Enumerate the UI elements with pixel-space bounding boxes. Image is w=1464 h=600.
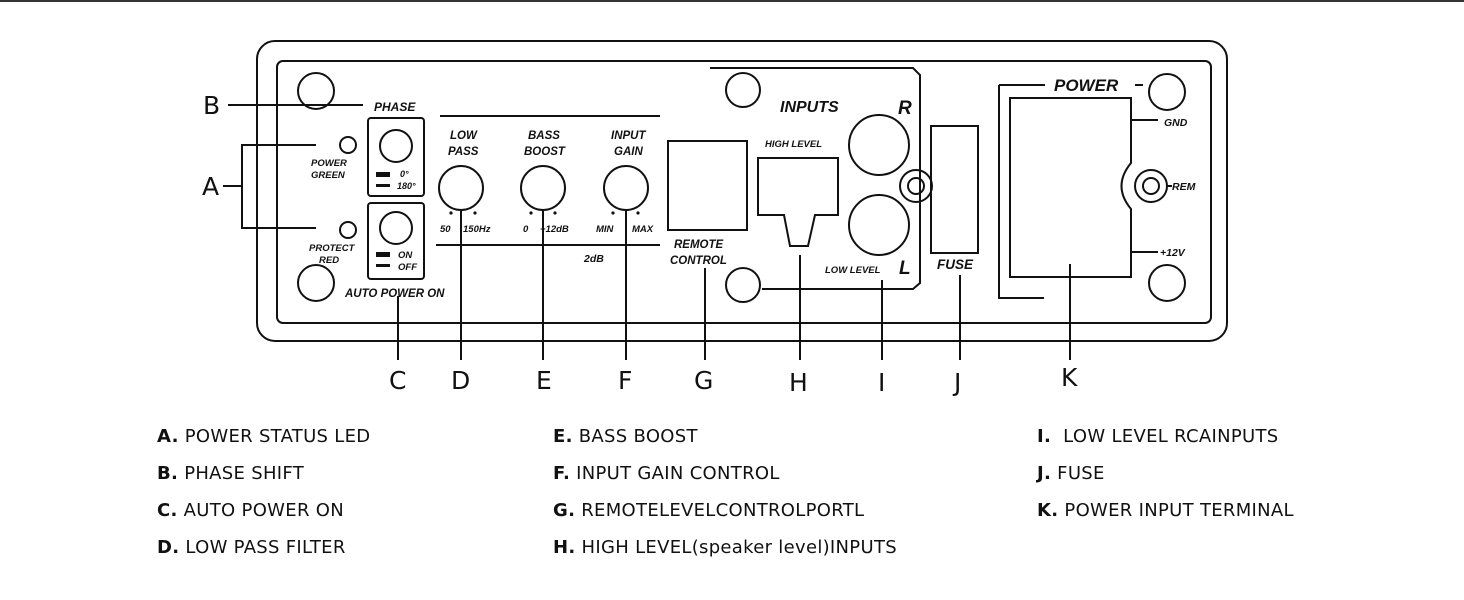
fuse-holder — [930, 125, 979, 254]
input-gain-label-2: GAIN — [614, 146, 643, 158]
protect-red-label-2: RED — [319, 255, 339, 266]
outer-chassis — [256, 40, 1228, 342]
phase-label: PHASE — [374, 100, 416, 114]
dot — [553, 211, 557, 215]
low-pass-50-label: 50 — [440, 224, 451, 235]
right-channel-label: R — [898, 98, 912, 119]
phase-switch-knob — [379, 129, 413, 163]
bass-0-label: 0 — [523, 224, 529, 235]
bass-boost-label-1: BASS — [528, 130, 560, 142]
fuse-mount-hole — [907, 177, 925, 195]
amplifier-panel-diagram: PHASE 0° 180° POWER GREEN PROTECT RED ON… — [202, 40, 1228, 397]
mounting-hole-bottom-left — [297, 264, 335, 302]
protect-red-label-1: PROTECT — [309, 243, 356, 254]
rem-label: REM — [1172, 181, 1196, 193]
auto-power-switch-knob — [379, 211, 413, 245]
two-db-label: 2dB — [583, 253, 604, 265]
low-pass-label-2: PASS — [448, 146, 479, 158]
callout-letter-e: E — [536, 366, 552, 395]
low-level-label: LOW LEVEL — [825, 265, 881, 276]
callout-letter-a: A — [202, 172, 219, 201]
phase-180-mark — [376, 184, 390, 187]
gain-min-label: MIN — [596, 224, 615, 235]
legend-item-b: B. PHASE SHIFT — [157, 463, 305, 484]
mounting-hole-power-top — [1148, 73, 1186, 111]
fuse-panel-label: FUSE — [937, 257, 974, 272]
legend-item-d: D. LOW PASS FILTER — [157, 537, 346, 558]
legend-item-h: H. HIGH LEVEL(speaker level)INPUTS — [553, 537, 897, 558]
phase-180-label: 180° — [397, 181, 416, 191]
fuse-mount-ring — [899, 169, 933, 203]
power-green-label-2: GREEN — [311, 170, 346, 181]
legend-item-i: I. LOW LEVEL RCAINPUTS — [1037, 426, 1279, 447]
callout-bracket-a — [241, 144, 316, 229]
callout-letter-c: C — [389, 366, 406, 395]
callout-letter-h: H — [789, 368, 808, 397]
legend-item-c: C. AUTO POWER ON — [157, 500, 345, 521]
mounting-hole-inputs-top — [725, 72, 761, 108]
mounting-hole-top-left — [297, 72, 335, 110]
remote-control-port — [667, 140, 748, 231]
auto-power-switch-housing — [367, 202, 425, 280]
legend-item-f: F. INPUT GAIN CONTROL — [553, 463, 780, 484]
dot — [473, 211, 477, 215]
bass-12-label: +12dB — [540, 224, 569, 235]
plus12v-label: +12V — [1160, 247, 1186, 259]
high-level-connector — [757, 157, 839, 247]
rca-input-left — [848, 194, 910, 256]
on-mark — [376, 252, 390, 257]
low-pass-knob — [438, 165, 484, 211]
dot — [449, 211, 453, 215]
input-gain-label-1: INPUT — [611, 130, 646, 142]
legend-item-e: E. BASS BOOST — [553, 426, 698, 447]
remote-control-label-2: CONTROL — [670, 255, 727, 267]
switch-on-label: ON — [398, 250, 413, 261]
phase-0-label: 0° — [400, 169, 409, 179]
high-level-label: HIGH LEVEL — [765, 139, 822, 150]
dot — [636, 211, 640, 215]
legend-item-g: G. REMOTELEVELCONTROLPORTL — [553, 500, 865, 521]
auto-power-on-label: AUTO POWER ON — [344, 288, 445, 300]
callout-letter-g: G — [694, 366, 713, 395]
power-mount-ring — [1134, 169, 1168, 203]
top-border-line — [0, 0, 1464, 2]
power-green-label-1: POWER — [311, 158, 347, 169]
switch-off-label: OFF — [398, 262, 417, 273]
low-pass-label-1: LOW — [450, 130, 478, 142]
callout-letter-b: B — [203, 91, 220, 120]
off-mark — [376, 264, 390, 267]
power-mount-hole — [1142, 177, 1160, 195]
bass-boost-label-2: BOOST — [524, 146, 566, 158]
callout-letter-d: D — [451, 366, 470, 395]
inner-panel — [276, 60, 1212, 324]
legend-item-a: A. POWER STATUS LED — [157, 426, 371, 447]
legend-item-k: K. POWER INPUT TERMINAL — [1037, 500, 1294, 521]
inputs-label: INPUTS — [780, 99, 839, 116]
mounting-hole-power-bottom — [1148, 264, 1186, 302]
power-panel-label: POWER — [1054, 76, 1119, 95]
bass-boost-knob — [520, 165, 566, 211]
callout-letter-i: I — [878, 368, 885, 397]
gnd-label: GND — [1164, 117, 1188, 129]
left-channel-label: L — [899, 258, 911, 279]
power-section-outline — [998, 85, 1044, 299]
power-terminal-block — [1009, 97, 1132, 278]
callout-letter-k: K — [1061, 363, 1078, 392]
legend-item-j: J. FUSE — [1037, 463, 1105, 484]
dot — [611, 211, 615, 215]
input-gain-knob — [603, 165, 649, 211]
callout-letter-j: J — [952, 368, 961, 397]
protect-led — [339, 221, 357, 239]
dot — [529, 211, 533, 215]
mounting-hole-inputs-bottom — [725, 267, 761, 303]
phase-0-mark — [376, 172, 390, 177]
gain-max-label: MAX — [632, 224, 654, 235]
rca-input-right — [848, 114, 910, 176]
callout-letter-f: F — [618, 366, 632, 395]
phase-switch-housing — [367, 117, 425, 197]
remote-control-label-1: REMOTE — [674, 239, 724, 251]
power-led — [339, 136, 357, 154]
low-pass-150-label: 150Hz — [463, 224, 491, 235]
